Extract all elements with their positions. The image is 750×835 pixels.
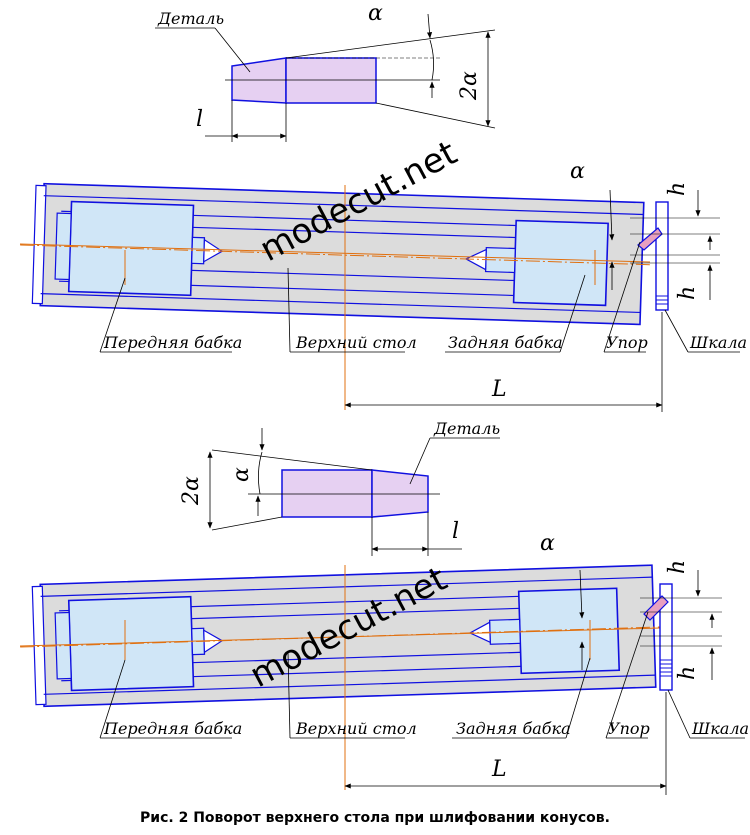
L-symbol-top: L	[491, 377, 507, 402]
alpha-symbol-top: α	[368, 1, 383, 26]
part-leader-top	[214, 27, 251, 73]
L-symbol-bottom: L	[491, 757, 507, 782]
h-symbol-top-1: h	[665, 182, 690, 196]
headstock-label-top: Передняя бабка	[103, 333, 242, 352]
stop-bottom	[643, 595, 669, 621]
h-symbol-bottom-1: h	[665, 560, 690, 574]
table-label-top: Верхний стол	[295, 333, 417, 352]
part-cone-bottom	[371, 469, 429, 518]
part-detail-bottom: Деталь 2α α l	[179, 419, 500, 556]
alpha-symbol-machine-bottom: α	[540, 531, 555, 556]
part-body-bottom	[281, 469, 373, 518]
stop-label-bottom: Упор	[608, 719, 650, 738]
part-cone-top	[231, 57, 287, 104]
alpha-arc-top	[429, 39, 434, 81]
headstock-label-bottom: Передняя бабка	[103, 719, 242, 738]
two-alpha-symbol-top: 2α	[457, 71, 482, 101]
stop-label-top: Упор	[606, 333, 648, 352]
axis-line-top	[19, 243, 651, 263]
part-label-bottom: Деталь	[433, 419, 500, 438]
taper-line-lower	[375, 102, 496, 129]
tailstock-label-top: Задняя бабка	[448, 333, 563, 352]
part-body-top	[285, 57, 377, 104]
part-label-top: Деталь	[157, 9, 224, 28]
taper-line-upper	[285, 29, 496, 59]
h-symbol-bottom-2: h	[675, 666, 700, 680]
figure-caption: Рис. 2 Поворот верхнего стола при шлифов…	[140, 810, 610, 826]
machine-bottom	[20, 564, 660, 708]
l-symbol-top: l	[196, 107, 203, 132]
machine-top	[20, 182, 650, 326]
scale-label-top: Шкала	[689, 333, 747, 352]
two-alpha-symbol-bottom: 2α	[179, 476, 204, 506]
tailstock-label-bottom: Задняя бабка	[456, 719, 571, 738]
alpha-symbol-machine-top: α	[570, 159, 585, 184]
alpha-symbol-bottom: α	[229, 467, 254, 482]
h-symbol-top-2: h	[675, 286, 700, 300]
table-label-bottom: Верхний стол	[295, 719, 417, 738]
scale-label-bottom: Шкала	[691, 719, 749, 738]
l-symbol-bottom: l	[452, 519, 459, 544]
stop-scale-bottom	[579, 569, 722, 691]
axis-line-bottom	[19, 627, 661, 647]
stop-scale-top	[609, 189, 720, 311]
part-detail-top: Деталь α 2α l	[155, 1, 496, 142]
